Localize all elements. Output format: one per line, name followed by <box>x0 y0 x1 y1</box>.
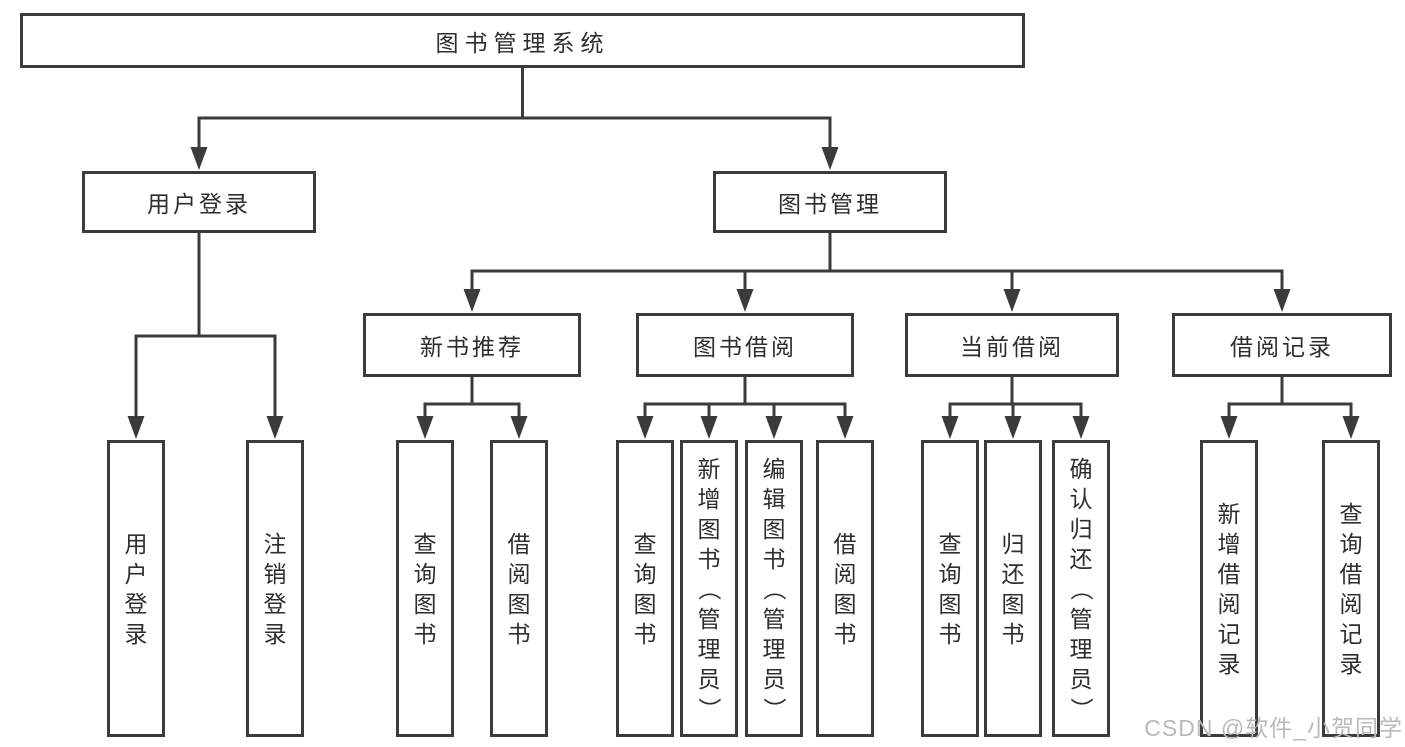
arrowhead-icon <box>821 147 839 170</box>
node-label: 查询借阅记录 <box>1339 500 1363 677</box>
arrowhead-icon <box>463 289 481 312</box>
node-label: 用户登录 <box>147 191 251 217</box>
node-label: 新增图书（管理员） <box>696 455 722 721</box>
node-cb-confirm-return-admin: 确认归还（管理员） <box>1052 440 1110 737</box>
node-user-login: 用户登录 <box>82 171 316 233</box>
node-label: 查询图书 <box>413 530 437 647</box>
node-bb-borrow-books: 借阅图书 <box>816 440 874 737</box>
node-bb-add-books-admin: 新增图书（管理员） <box>680 440 738 737</box>
node-label: 借阅记录 <box>1230 334 1334 360</box>
arrowhead-icon <box>700 416 718 439</box>
node-current-borrow: 当前借阅 <box>905 313 1119 377</box>
node-new-book-rec: 新书推荐 <box>363 313 581 377</box>
arrowhead-icon <box>636 416 654 439</box>
arrowhead-icon <box>1003 289 1021 312</box>
node-label: 图书管理系统 <box>435 29 610 56</box>
arrowhead-icon <box>510 416 528 439</box>
node-borrow-records: 借阅记录 <box>1172 313 1392 377</box>
node-cb-query-books: 查询图书 <box>921 440 979 737</box>
node-label: 编辑图书（管理员） <box>761 455 787 721</box>
node-label: 新书推荐 <box>420 334 524 360</box>
arrowhead-icon <box>1220 416 1238 439</box>
arrowhead-icon <box>190 147 208 170</box>
arrowhead-icon <box>127 416 145 439</box>
node-nb-query-books: 查询图书 <box>396 440 454 737</box>
node-label: 注销登录 <box>263 530 287 647</box>
arrowhead-icon <box>941 416 959 439</box>
node-bb-edit-books-admin: 编辑图书（管理员） <box>745 440 803 737</box>
node-label: 用户登录 <box>124 530 148 647</box>
node-label: 查询图书 <box>938 530 962 647</box>
arrowhead-icon <box>1004 416 1022 439</box>
node-cb-return-books: 归还图书 <box>984 440 1042 737</box>
node-root: 图书管理系统 <box>20 13 1025 68</box>
node-label: 图书借阅 <box>693 334 797 360</box>
watermark: CSDN @软件_小贺同学 <box>1144 715 1403 741</box>
node-label: 借阅图书 <box>833 530 857 647</box>
node-nb-borrow-books: 借阅图书 <box>490 440 548 737</box>
arrowhead-icon <box>266 416 284 439</box>
arrowhead-icon <box>836 416 854 439</box>
arrowhead-icon <box>1273 289 1291 312</box>
arrowhead-icon <box>416 416 434 439</box>
node-label: 查询图书 <box>633 530 657 647</box>
node-br-query-record: 查询借阅记录 <box>1322 440 1380 737</box>
node-label: 确认归还（管理员） <box>1068 455 1094 721</box>
arrowhead-icon <box>736 289 754 312</box>
node-leaf-user-login: 用户登录 <box>107 440 165 737</box>
node-label: 新增借阅记录 <box>1217 500 1241 677</box>
node-label: 归还图书 <box>1001 530 1025 647</box>
node-label: 当前借阅 <box>960 334 1064 360</box>
node-br-add-record: 新增借阅记录 <box>1200 440 1258 737</box>
node-book-borrow: 图书借阅 <box>636 313 854 377</box>
node-bb-query-books: 查询图书 <box>616 440 674 737</box>
node-leaf-logout: 注销登录 <box>246 440 304 737</box>
node-label: 借阅图书 <box>507 530 531 647</box>
arrowhead-icon <box>1342 416 1360 439</box>
node-book-mgmt: 图书管理 <box>713 171 947 233</box>
arrowhead-icon <box>765 416 783 439</box>
arrowhead-icon <box>1072 416 1090 439</box>
node-label: 图书管理 <box>778 191 882 217</box>
